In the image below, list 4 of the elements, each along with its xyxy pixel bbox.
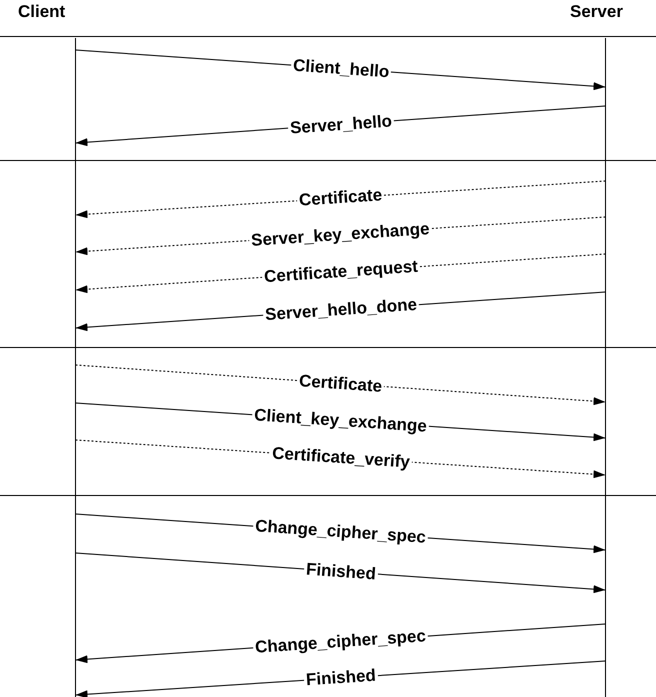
- edge-label: Client_key_exchange: [252, 406, 430, 436]
- edge-label: Change_cipher_spec: [252, 517, 428, 547]
- lifeline-title: Server: [570, 2, 623, 22]
- lifeline-title: Client: [18, 2, 66, 22]
